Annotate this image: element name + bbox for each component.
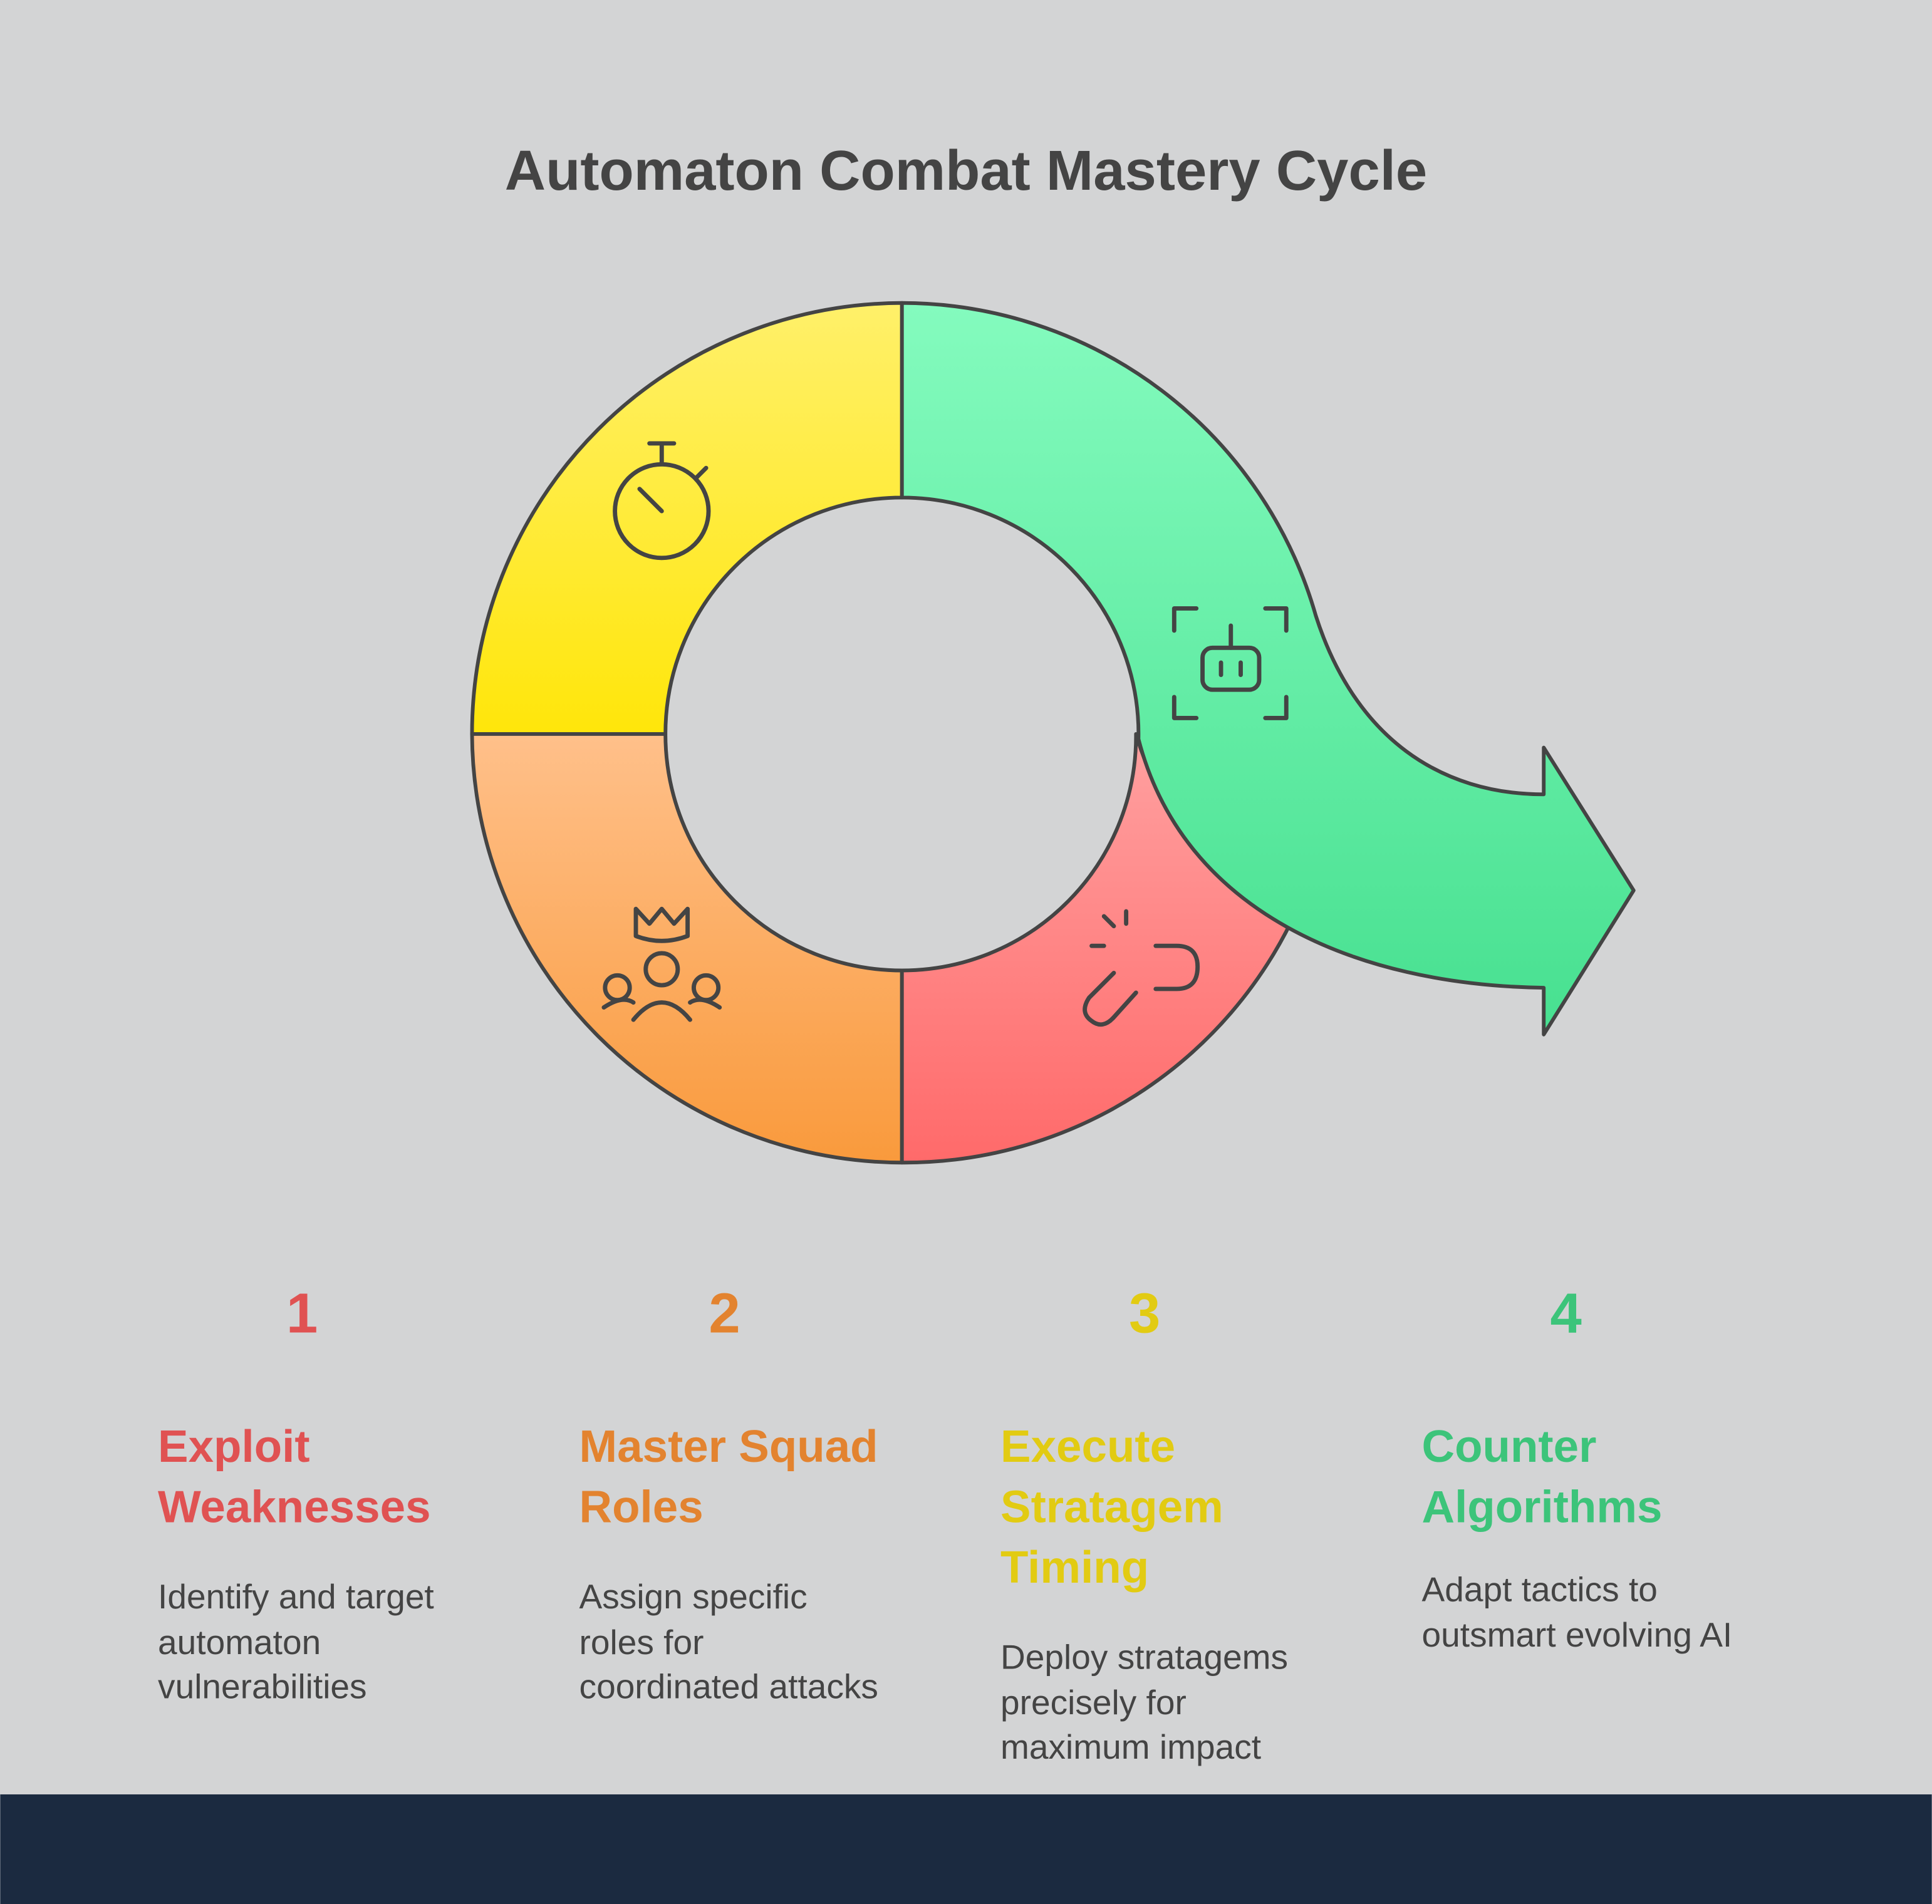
step-title: Timing [1000,1542,1149,1593]
segment-orange [470,732,904,1165]
step-title: Roles [579,1481,704,1532]
stopwatch-icon [613,441,711,561]
step-number: 3 [1129,1282,1160,1345]
step-description: vulnerabilities [158,1667,367,1706]
step-number: 2 [709,1282,740,1345]
broken-link-icon [1083,909,1200,1027]
robot-scan-icon [1171,606,1289,720]
team-leader-crown-icon [601,906,722,1022]
step-title: Exploit [158,1421,310,1472]
step-2: 2 Master Squad Roles Assign specific rol… [579,1282,878,1706]
step-description: Adapt tactics to [1422,1570,1658,1608]
step-description: automaton [158,1623,321,1662]
step-title: Master Squad [579,1421,878,1472]
step-description: maximum impact [1000,1727,1261,1766]
segment-green-arrow [900,301,1636,1037]
segment-yellow [470,301,904,736]
page-title: Automaton Combat Mastery Cycle [505,139,1427,202]
step-description: precisely for [1000,1683,1187,1722]
step-title: Algorithms [1422,1481,1663,1532]
step-title: Weaknesses [158,1481,430,1532]
step-number: 4 [1550,1282,1581,1345]
step-description: Assign specific [579,1577,808,1616]
step-title: Execute [1000,1421,1175,1472]
footer-bar [0,1794,1932,1904]
step-1: 1 Exploit Weaknesses Identify and target… [158,1282,434,1706]
step-description: coordinated attacks [579,1667,878,1706]
step-title: Stratagem [1000,1481,1223,1532]
step-number: 1 [286,1282,318,1345]
step-4: 4 Counter Algorithms Adapt tactics to ou… [1422,1282,1733,1654]
step-3: 3 Execute Stratagem Timing Deploy strata… [1000,1282,1288,1766]
step-description: Deploy stratagems [1000,1637,1288,1676]
step-description: roles for [579,1623,704,1662]
step-title: Counter [1422,1421,1597,1472]
step-description: Identify and target [158,1577,434,1616]
step-description: outsmart evolving AI [1422,1615,1733,1654]
